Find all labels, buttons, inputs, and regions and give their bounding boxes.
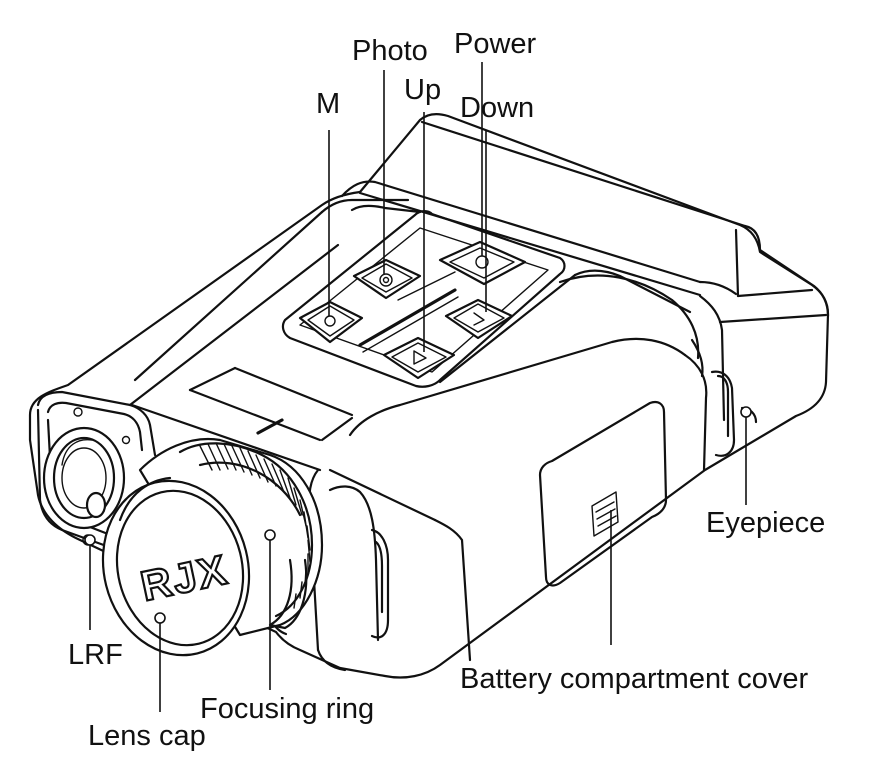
down-button[interactable] bbox=[444, 298, 514, 340]
lens-assembly bbox=[101, 437, 324, 657]
lens-cap-label: Lens cap bbox=[88, 720, 206, 752]
focusing-ring-label: Focusing ring bbox=[200, 693, 374, 725]
power-button[interactable] bbox=[438, 240, 527, 286]
photo-label: Photo bbox=[352, 35, 428, 67]
callout-leaders bbox=[84, 62, 752, 712]
up-button[interactable] bbox=[382, 336, 456, 380]
power-label: Power bbox=[454, 28, 537, 60]
up-label: Up bbox=[404, 74, 441, 106]
down-label: Down bbox=[460, 92, 534, 124]
eyepiece-label: Eyepiece bbox=[706, 507, 825, 539]
m-button[interactable] bbox=[298, 300, 364, 344]
lrf-label: LRF bbox=[68, 639, 123, 671]
battery-cover-label: Battery compartment cover bbox=[460, 663, 808, 695]
photo-button[interactable] bbox=[352, 258, 422, 300]
m-label: M bbox=[316, 88, 340, 120]
